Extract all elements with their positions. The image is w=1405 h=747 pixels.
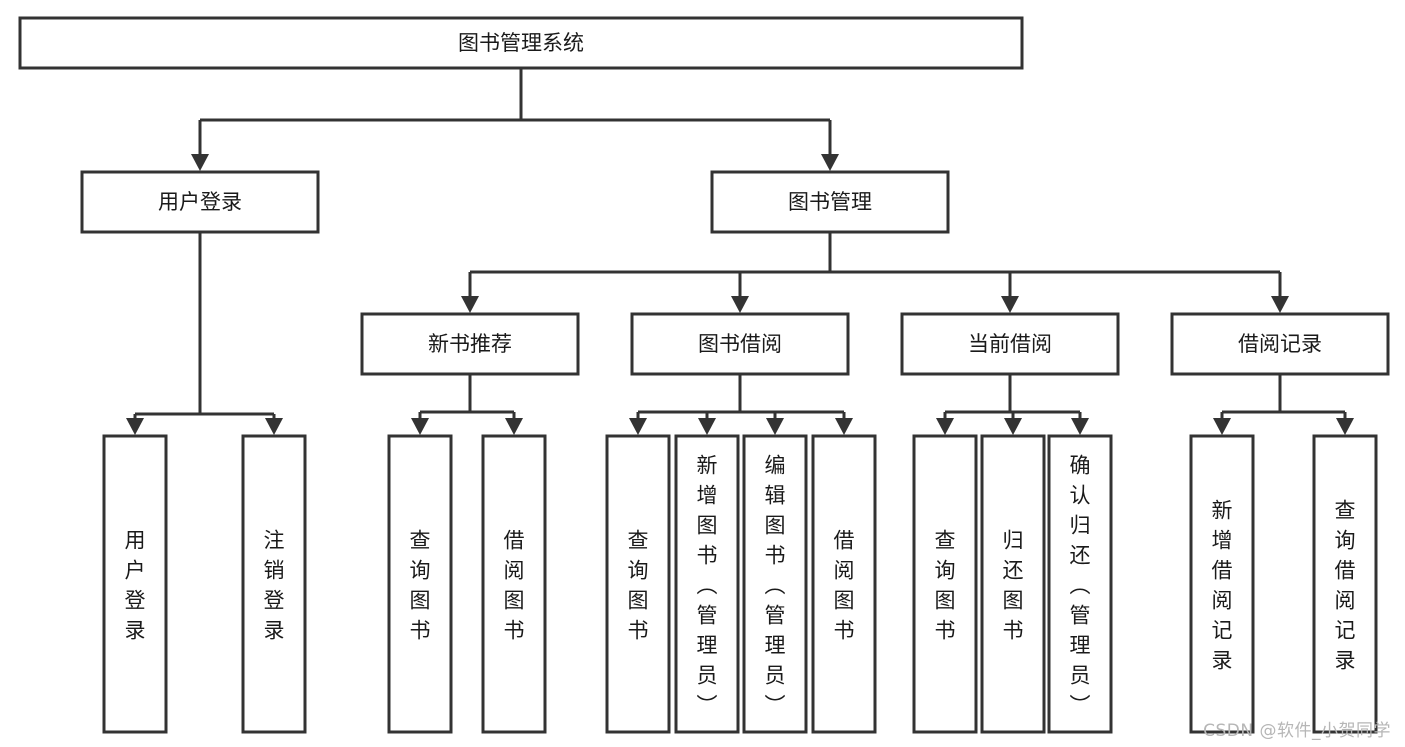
- node-box-leaf-borrow-book-2: [811, 434, 877, 734]
- connector-group-user-login: [126, 232, 283, 435]
- node-user-login[interactable]: 用户登录: [80, 170, 320, 234]
- connector-group-new-book-recommend: [411, 374, 523, 435]
- connector-layer: [126, 68, 1354, 435]
- connector-group-book-manage: [461, 232, 1289, 313]
- arrow-head-icon: [835, 418, 853, 435]
- node-box-leaf-query-book-2: [605, 434, 671, 734]
- arrow-head-icon: [1271, 296, 1289, 313]
- node-label-leaf-query-book-1: 查询图书: [410, 528, 431, 642]
- node-leaf-query-book-3[interactable]: 查询图书: [912, 434, 978, 734]
- node-box-leaf-edit-book: [742, 434, 808, 734]
- arrow-head-icon: [1213, 418, 1231, 435]
- node-box-leaf-add-record: [1189, 434, 1255, 734]
- connector-group-current-borrow: [936, 374, 1089, 435]
- node-leaf-borrow-book-1[interactable]: 借阅图书: [481, 434, 547, 734]
- connector-group-borrow-record: [1213, 374, 1354, 435]
- node-label-leaf-return-book: 归还图书: [1003, 528, 1024, 642]
- connector-group-root: [191, 68, 839, 171]
- node-box-leaf-return-book: [980, 434, 1046, 734]
- arrow-head-icon: [698, 418, 716, 435]
- node-leaf-borrow-book-2[interactable]: 借阅图书: [811, 434, 877, 734]
- node-root[interactable]: 图书管理系统: [18, 16, 1024, 70]
- node-label-leaf-edit-book: 编辑图书︵管理员︶: [765, 453, 786, 717]
- arrow-head-icon: [1336, 418, 1354, 435]
- node-leaf-edit-book[interactable]: 编辑图书︵管理员︶: [742, 434, 808, 734]
- node-label-leaf-logout: 注销登录: [264, 528, 285, 642]
- node-leaf-logout[interactable]: 注销登录: [241, 434, 307, 734]
- connector-group-book-borrow: [629, 374, 853, 435]
- arrow-head-icon: [731, 296, 749, 313]
- node-box-borrow-record: [1170, 312, 1390, 376]
- node-layer: 图书管理系统用户登录图书管理新书推荐图书借阅当前借阅借阅记录用户登录注销登录查询…: [18, 16, 1390, 734]
- node-label-leaf-user-login: 用户登录: [125, 528, 146, 642]
- node-leaf-query-book-1[interactable]: 查询图书: [387, 434, 453, 734]
- arrow-head-icon: [821, 154, 839, 171]
- node-current-borrow[interactable]: 当前借阅: [900, 312, 1120, 376]
- node-leaf-confirm-return[interactable]: 确认归还︵管理员︶: [1047, 434, 1113, 734]
- node-label-leaf-borrow-book-2: 借阅图书: [834, 528, 855, 642]
- node-label-new-book-recommend: 新书推荐: [428, 332, 512, 356]
- arrow-head-icon: [629, 418, 647, 435]
- node-label-leaf-borrow-book-1: 借阅图书: [504, 528, 525, 642]
- node-box-user-login: [80, 170, 320, 234]
- node-label-leaf-query-book-3: 查询图书: [935, 528, 956, 642]
- arrow-head-icon: [461, 296, 479, 313]
- node-borrow-record[interactable]: 借阅记录: [1170, 312, 1390, 376]
- node-box-new-book-recommend: [360, 312, 580, 376]
- node-book-manage[interactable]: 图书管理: [710, 170, 950, 234]
- node-box-root: [18, 16, 1024, 70]
- node-box-leaf-query-record: [1312, 434, 1378, 734]
- node-box-leaf-query-book-1: [387, 434, 453, 734]
- arrow-head-icon: [126, 418, 144, 435]
- node-box-leaf-user-login: [102, 434, 168, 734]
- node-leaf-return-book[interactable]: 归还图书: [980, 434, 1046, 734]
- node-box-leaf-logout: [241, 434, 307, 734]
- node-leaf-user-login[interactable]: 用户登录: [102, 434, 168, 734]
- node-box-leaf-borrow-book-1: [481, 434, 547, 734]
- node-book-borrow[interactable]: 图书借阅: [630, 312, 850, 376]
- arrow-head-icon: [766, 418, 784, 435]
- node-label-root: 图书管理系统: [458, 31, 584, 55]
- node-label-leaf-query-record: 查询借阅记录: [1335, 498, 1356, 672]
- node-label-leaf-confirm-return: 确认归还︵管理员︶: [1070, 453, 1091, 717]
- node-label-leaf-add-book: 新增图书︵管理员︶: [697, 453, 718, 717]
- arrow-head-icon: [1004, 418, 1022, 435]
- node-box-current-borrow: [900, 312, 1120, 376]
- node-label-leaf-add-record: 新增借阅记录: [1212, 498, 1233, 672]
- node-leaf-add-record[interactable]: 新增借阅记录: [1189, 434, 1255, 734]
- node-box-leaf-confirm-return: [1047, 434, 1113, 734]
- node-new-book-recommend[interactable]: 新书推荐: [360, 312, 580, 376]
- arrow-head-icon: [1071, 418, 1089, 435]
- node-leaf-add-book[interactable]: 新增图书︵管理员︶: [674, 434, 740, 734]
- arrow-head-icon: [411, 418, 429, 435]
- node-leaf-query-record[interactable]: 查询借阅记录: [1312, 434, 1378, 734]
- node-box-book-manage: [710, 170, 950, 234]
- arrow-head-icon: [191, 154, 209, 171]
- node-box-leaf-query-book-3: [912, 434, 978, 734]
- node-leaf-query-book-2[interactable]: 查询图书: [605, 434, 671, 734]
- node-label-current-borrow: 当前借阅: [968, 332, 1052, 356]
- csdn-watermark: CSDN @软件_小贺同学: [1203, 721, 1391, 741]
- arrow-head-icon: [505, 418, 523, 435]
- arrow-head-icon: [936, 418, 954, 435]
- node-label-user-login: 用户登录: [158, 190, 242, 214]
- arrow-head-icon: [1001, 296, 1019, 313]
- node-box-book-borrow: [630, 312, 850, 376]
- node-box-leaf-add-book: [674, 434, 740, 734]
- node-label-book-manage: 图书管理: [788, 190, 872, 214]
- arrow-head-icon: [265, 418, 283, 435]
- node-label-leaf-query-book-2: 查询图书: [628, 528, 649, 642]
- node-label-book-borrow: 图书借阅: [698, 332, 782, 356]
- node-label-borrow-record: 借阅记录: [1238, 332, 1322, 356]
